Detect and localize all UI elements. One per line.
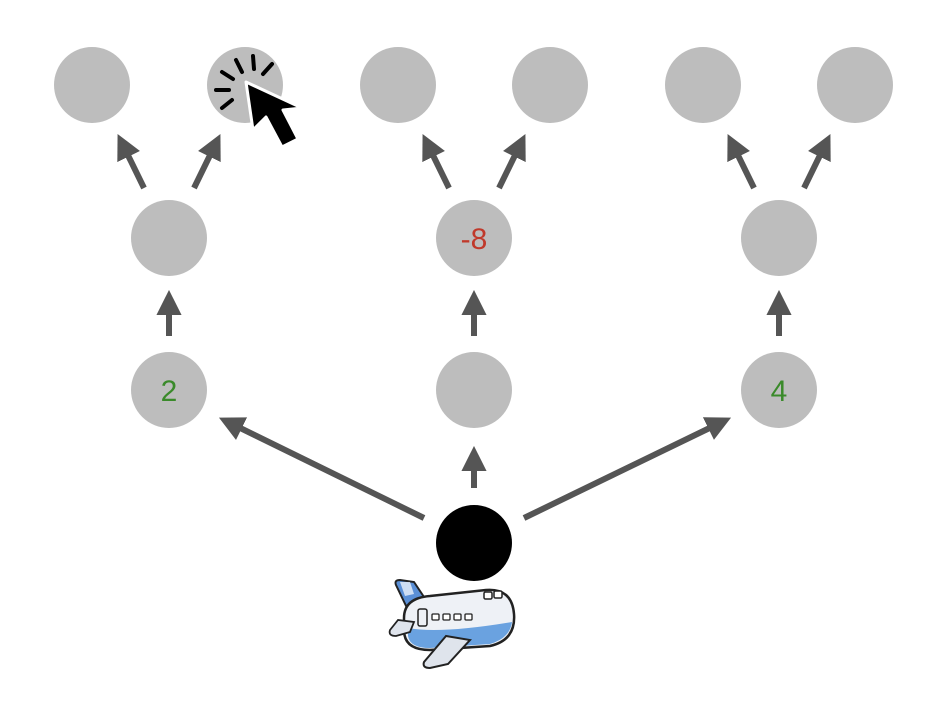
level1-nodes: 2 4	[131, 352, 817, 428]
node-l3-5[interactable]	[665, 47, 741, 123]
node-l1-right-label: 4	[771, 375, 788, 408]
node-l3-6[interactable]	[817, 47, 893, 123]
node-l3-3[interactable]	[360, 47, 436, 123]
click-burst-icon	[214, 54, 274, 110]
edge-l2-center-to-l3-3	[422, 133, 452, 190]
edges-level2	[117, 133, 831, 190]
edges-start	[218, 417, 732, 521]
edge-l2-right-to-l3-6	[801, 133, 831, 190]
node-l3-4[interactable]	[512, 47, 588, 123]
node-l1-right[interactable]	[741, 352, 817, 428]
level2-nodes: -8	[131, 200, 817, 276]
node-l3-1[interactable]	[54, 47, 130, 123]
level3-nodes	[54, 47, 893, 123]
edge-l2-center-to-l3-4	[496, 133, 526, 190]
node-l2-left[interactable]	[131, 200, 207, 276]
node-l1-left[interactable]	[131, 352, 207, 428]
pointer-cursor-icon	[244, 80, 304, 149]
node-l2-center-label: -8	[461, 223, 488, 256]
airplane-icon	[388, 578, 516, 670]
node-l2-center[interactable]	[436, 200, 512, 276]
edge-l2-right-to-l3-5	[727, 133, 757, 190]
edge-start-to-l1-right	[522, 417, 732, 521]
edge-l2-left-to-l3-2	[191, 133, 221, 190]
start-node	[436, 505, 512, 581]
node-l1-left-label: 2	[161, 375, 178, 408]
edges-level1	[156, 289, 792, 336]
edge-start-to-l1-left	[218, 417, 426, 521]
node-l1-center[interactable]	[436, 352, 512, 428]
edge-l2-left-to-l3-1	[117, 133, 147, 190]
node-l2-right[interactable]	[741, 200, 817, 276]
